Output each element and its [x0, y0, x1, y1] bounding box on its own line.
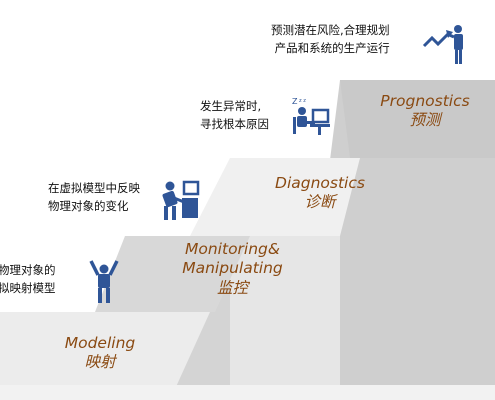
label-diagnostics: Diagnostics 诊断	[255, 174, 385, 213]
desc-prognostics-line1: 预测潜在风险,合理规划	[271, 23, 390, 37]
step-modeling	[0, 312, 210, 400]
desc-diagnostics: 发生异常时, 寻找根本原因	[200, 98, 269, 134]
desc-prognostics-line2: 产品和系统的生产运行	[274, 40, 390, 55]
label-monitoring-en-2: Manipulating	[182, 259, 283, 278]
label-diagnostics-en: Diagnostics	[275, 174, 365, 192]
label-prognostics-zh: 预测	[409, 111, 441, 130]
label-prognostics-en: Prognostics	[380, 92, 470, 110]
desc-diagnostics-line2: 寻找根本原因	[200, 116, 269, 131]
label-modeling: Modeling 映射	[45, 334, 155, 373]
desc-monitoring-line2: 物理对象的变化	[48, 198, 129, 213]
floor-strip	[0, 385, 495, 400]
label-monitoring: Monitoring& Manipulating 监控	[160, 240, 305, 298]
desc-prognostics: 预测潜在风险,合理规划 产品和系统的生产运行	[271, 22, 390, 58]
label-monitoring-zh: 监控	[216, 278, 248, 297]
label-modeling-zh: 映射	[84, 353, 116, 372]
sleeping-worker-icon: Z z z	[292, 97, 330, 135]
desc-modeling-line2: 拟映射模型	[0, 280, 56, 295]
cheering-person-icon	[89, 260, 119, 303]
step-diagnostics-face	[190, 158, 360, 236]
svg-text:z z: z z	[299, 98, 306, 104]
repair-worker-icon	[162, 180, 200, 220]
desc-monitoring: 在虚拟模型中反映 物理对象的变化	[48, 180, 140, 216]
svg-text:Z: Z	[292, 97, 298, 106]
growth-arrow-person-icon	[422, 25, 463, 64]
desc-modeling: 物理对象的 拟映射模型	[0, 262, 56, 298]
label-prognostics: Prognostics 预测	[360, 92, 490, 131]
desc-diagnostics-line1: 发生异常时,	[200, 99, 262, 113]
label-modeling-en: Modeling	[64, 334, 136, 352]
desc-modeling-line1: 物理对象的	[0, 263, 56, 277]
step-prognostics-face	[340, 80, 495, 158]
label-monitoring-en-1: Monitoring&	[185, 240, 280, 258]
label-diagnostics-zh: 诊断	[304, 193, 336, 212]
desc-monitoring-line1: 在虚拟模型中反映	[48, 181, 140, 195]
step-monitoring-face	[95, 236, 250, 312]
